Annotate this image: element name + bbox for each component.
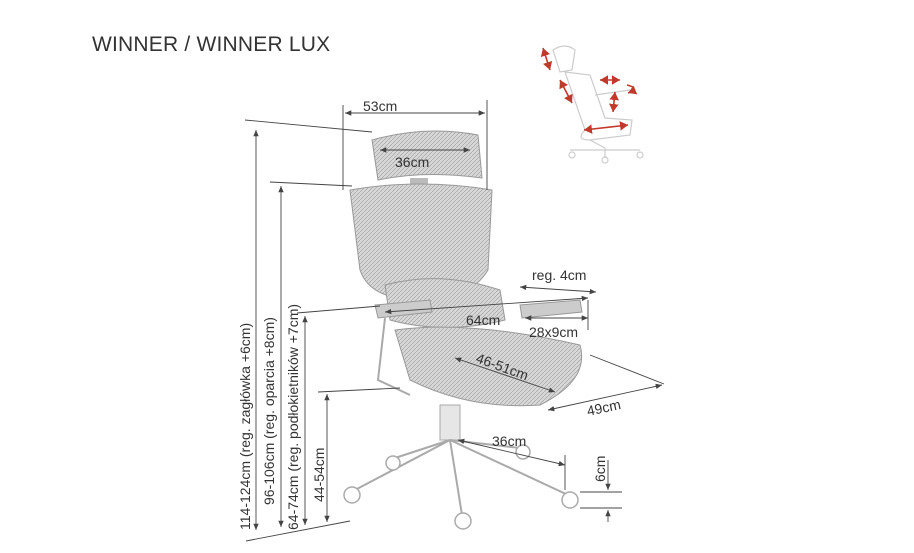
wheels bbox=[343, 444, 579, 530]
chair-base bbox=[354, 439, 569, 516]
headrest-width-label: 36cm bbox=[395, 154, 429, 170]
armrest-adjust-label: reg. 4cm bbox=[532, 267, 586, 283]
wheel-height-label: 6cm bbox=[592, 456, 608, 482]
headrest bbox=[371, 130, 483, 181]
overall-width-label: 53cm bbox=[363, 98, 397, 114]
armrest-height-label: 64-74cm (reg. podłokietników +7cm) bbox=[285, 304, 301, 530]
backrest-height-label: 96-106cm (reg. oparcia +8cm) bbox=[261, 317, 277, 505]
product-title: WINNER / WINNER LUX bbox=[92, 33, 331, 56]
seat-height-label: 44-54cm bbox=[311, 448, 327, 502]
seat-width-label: 64cm bbox=[466, 312, 500, 328]
adjustment-thumbnail bbox=[540, 45, 644, 164]
armrest-pad-label: 28x9cm bbox=[529, 324, 578, 340]
dimension-lines bbox=[244, 100, 665, 542]
total-height-label: 114-124cm (reg. zagłówka +6cm) bbox=[237, 323, 253, 530]
base-radius-label: 36cm bbox=[492, 433, 526, 449]
seat-length-label: 49cm bbox=[585, 396, 622, 419]
